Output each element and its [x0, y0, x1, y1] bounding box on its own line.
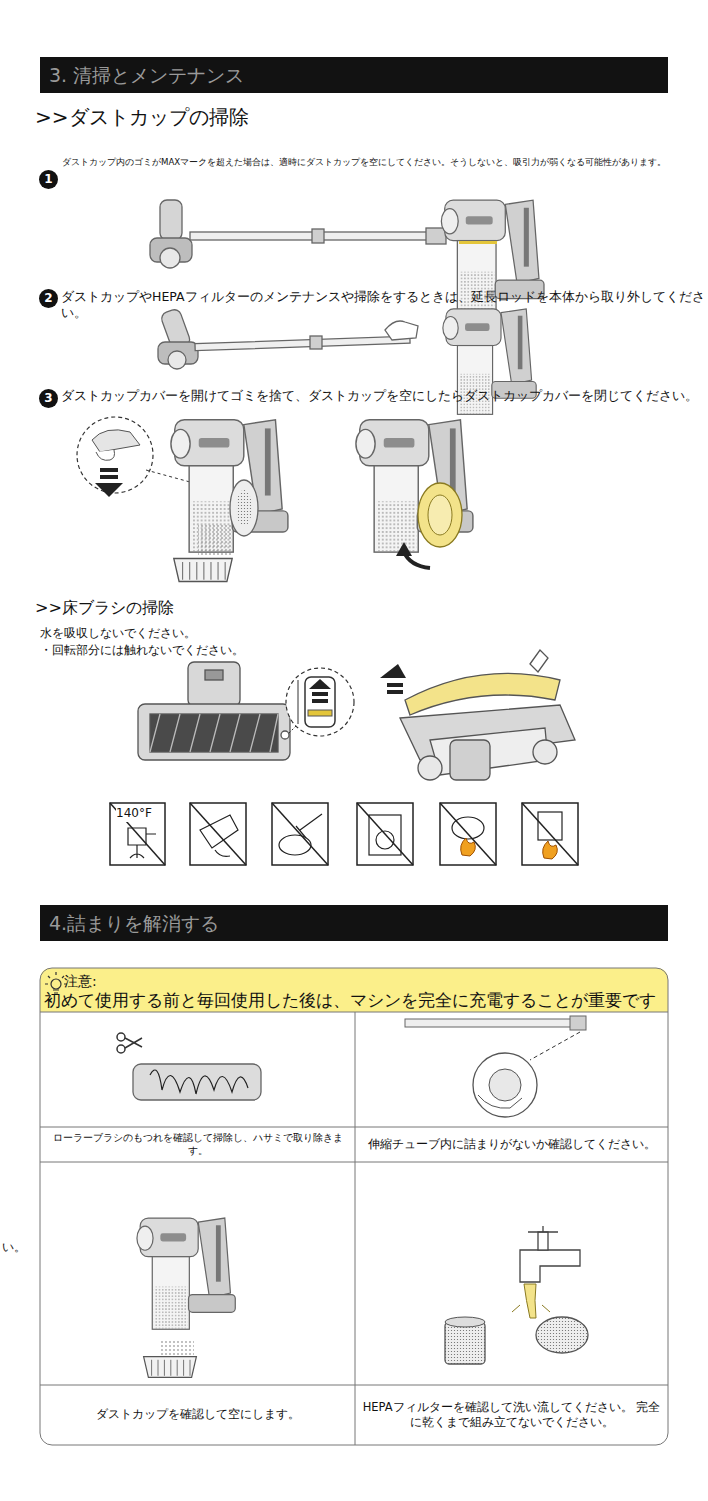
cell-text: HEPAフィルターを確認して洗い流してください。 完全に乾くまで組み立てないでく… [360, 1400, 663, 1430]
cell-text: 伸縮チューブ内に詰まりがないか確認してください。 [368, 1137, 656, 1153]
stray-text: い。 [2, 1240, 26, 1256]
section-band: 4.詰まりを解消する [40, 905, 668, 941]
note-text: 初めて使用する前と毎回使用した後は、マシンを完全に充電することが重要です [44, 990, 656, 1011]
table-cell: HEPAフィルターを確認して洗い流してください。 完全に乾くまで組み立てないでく… [356, 1386, 667, 1444]
table-cell: ダストカップを確認して空にします。 [41, 1386, 354, 1444]
cell-text: ダストカップを確認して空にします。 [96, 1407, 300, 1423]
section-title: 4.詰まりを解消する [49, 911, 219, 936]
icon-label: 140°F [116, 806, 152, 822]
section-heading: >>ダストカップの掃除 [35, 104, 335, 130]
callout-number: 2 [39, 289, 58, 308]
warning-text: ・回転部分には触れないでください。 [40, 643, 340, 659]
note-box: 注意:初めて使用する前と毎回使用した後は、マシンを完全に充電することが重要です [40, 968, 668, 1012]
instruction-text: ダストカップカバーを開けてゴミを捨て、ダストカップを空にしたらダストカップカバー… [61, 388, 706, 404]
section-heading: >>床ブラシの掃除 [35, 598, 285, 619]
table-cell: ローラーブラシのもつれを確認して掃除し、ハサミで取り除きます。 [41, 1128, 354, 1161]
note-text: 注意: [64, 972, 97, 990]
warning-text: 水を吸収しないでください。 [40, 626, 340, 642]
table-cell: 伸縮チューブ内に詰まりがないか確認してください。 [356, 1128, 667, 1161]
instruction-text: ダストカップ内のゴミがMAXマークを超えた場合は、適時にダストカップを空にしてく… [62, 157, 702, 168]
section-band: 3. 清掃とメンテナンス [40, 57, 668, 93]
callout-number: 1 [39, 170, 58, 189]
callout-number: 3 [39, 389, 58, 408]
section-title: 3. 清掃とメンテナンス [49, 63, 244, 88]
instruction-text: ダストカップやHEPAフィルターのメンテナンスや掃除をするときは、延長ロッドを本… [61, 289, 706, 322]
cell-text: ローラーブラシのもつれを確認して掃除し、ハサミで取り除きます。 [45, 1132, 350, 1157]
